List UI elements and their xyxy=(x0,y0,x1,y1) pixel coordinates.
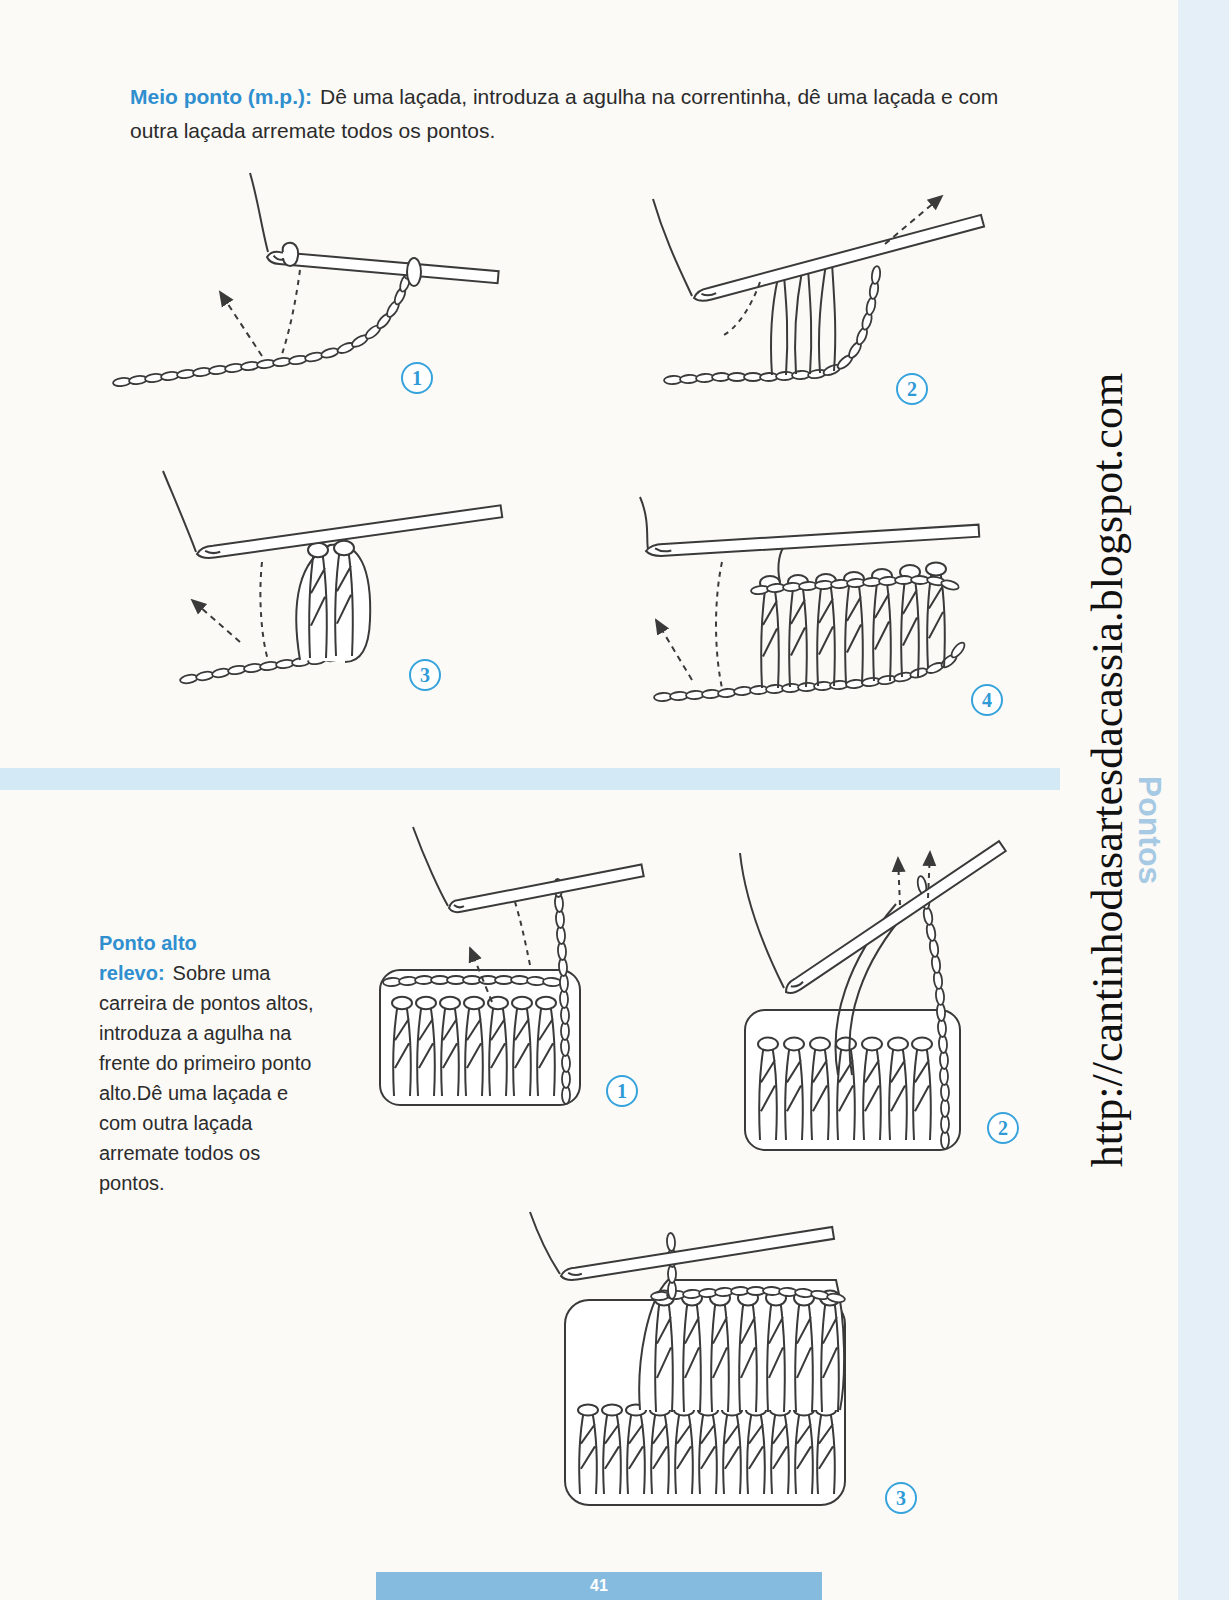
callout-number: 3 xyxy=(896,1488,906,1508)
instruction-text: Sobre uma carreira de pontos altos, intr… xyxy=(99,962,314,1194)
callout-number: 4 xyxy=(982,690,992,710)
callout-number: 3 xyxy=(420,665,430,685)
step-number-circle: 2 xyxy=(896,373,928,405)
section-band xyxy=(0,768,1060,790)
text-block: Ponto alto relevo:Sobre uma carreira de … xyxy=(99,928,317,1198)
step-number-circle: 2 xyxy=(987,1112,1019,1144)
callout-number: 1 xyxy=(412,368,422,388)
page-number: 41 xyxy=(590,1577,608,1595)
page-number-band: 41 xyxy=(376,1572,822,1600)
stitch-heading: Meio ponto (m.p.): xyxy=(130,85,312,108)
callout-number: 2 xyxy=(907,379,917,399)
callout-number: 1 xyxy=(617,1081,627,1101)
watermark-url: http://cantinhodasartesdacassia.blogspot… xyxy=(1086,373,1130,1167)
step-number-circle: 1 xyxy=(606,1075,638,1107)
step-number-circle: 3 xyxy=(409,659,441,691)
step-number-circle: 1 xyxy=(401,362,433,394)
callout-number: 2 xyxy=(998,1118,1008,1138)
step-number-circle: 3 xyxy=(885,1482,917,1514)
step-number-circle: 4 xyxy=(971,684,1003,716)
right-margin-strip xyxy=(1178,0,1229,1600)
section-tab: Pontos xyxy=(1134,776,1166,884)
text-block: Meio ponto (m.p.):Dê uma laçada, introdu… xyxy=(130,80,1050,148)
